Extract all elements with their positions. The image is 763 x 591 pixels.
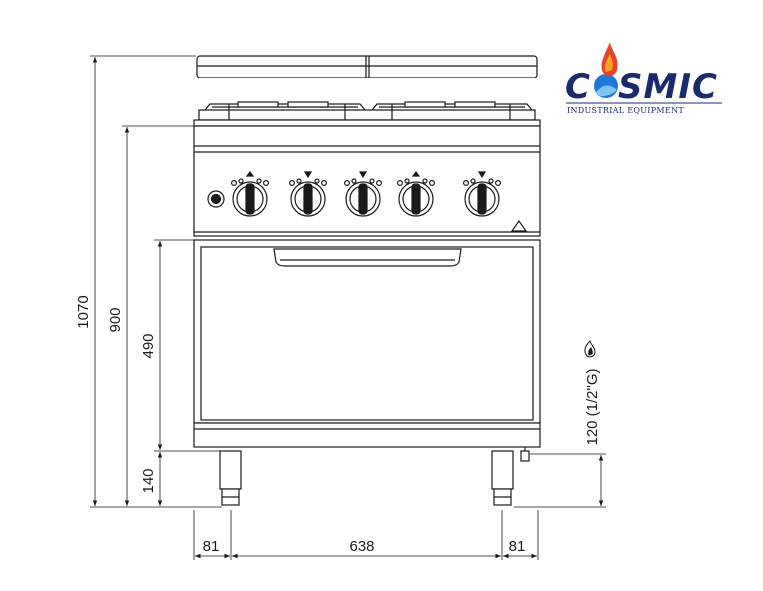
control-panel — [193, 125, 541, 237]
dim-center-width: 638 — [349, 538, 374, 555]
top-ledge — [193, 119, 541, 127]
dim-right-offset: 81 — [509, 538, 526, 555]
pan-supports — [197, 78, 537, 121]
dim-gas-connection: 120 (1/2"G) — [584, 368, 601, 445]
base-plinth — [193, 422, 541, 448]
dim-left-offset: 81 — [203, 538, 220, 555]
logo-flame-globe-icon — [594, 42, 618, 98]
logo-tagline: INDUSTRIAL EQUIPMENT — [567, 106, 684, 115]
control-knobs — [231, 171, 502, 217]
dimension-lines — [90, 55, 606, 560]
knob-5 — [463, 171, 502, 217]
knob-1 — [231, 171, 270, 217]
ignition-button — [207, 190, 225, 208]
logo-word-smic: SMIC — [618, 67, 718, 107]
oven-door-handle — [273, 248, 462, 267]
dim-leg-height: 140 — [140, 468, 157, 493]
cosmic-logo: C SMIC INDUSTRIAL EQUIPMENT — [565, 42, 722, 115]
right-leg — [491, 450, 514, 506]
gas-range-appliance — [193, 55, 541, 506]
logo-letter-c: C — [565, 67, 591, 107]
backsplash — [196, 55, 538, 79]
warning-triangle-icon — [510, 219, 528, 232]
oven-door — [193, 239, 541, 424]
dim-worktop-height: 900 — [107, 307, 124, 332]
left-leg — [219, 450, 242, 506]
dim-oven-height: 490 — [140, 333, 157, 358]
knob-4 — [397, 171, 436, 217]
knob-3 — [344, 171, 383, 217]
gas-connector — [520, 447, 530, 462]
knob-2 — [289, 171, 328, 217]
gas-flame-icon — [584, 340, 596, 358]
dim-total-height: 1070 — [75, 295, 92, 328]
dimension-labels: 1070 900 490 140 120 (1/2"G) 81 638 81 — [75, 295, 601, 555]
